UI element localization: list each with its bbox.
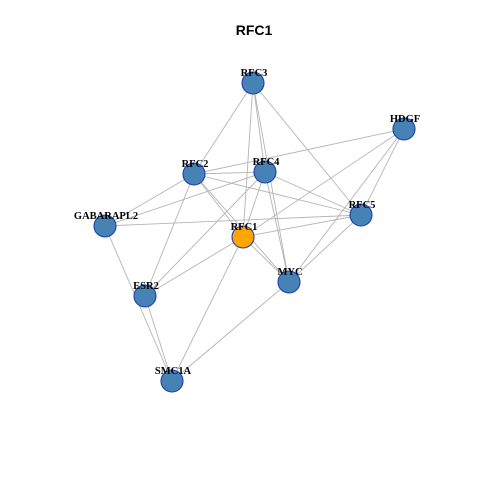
edge-rfc1-esr2	[144, 236, 244, 297]
edge-rfc1-smc1a	[171, 236, 244, 382]
node-label-rfc4: RFC4	[253, 157, 281, 168]
node-smc1a[interactable]	[160, 369, 184, 393]
edge-rfc4-gabarapl2	[104, 171, 266, 227]
edge-rfc3-rfc5	[252, 82, 362, 216]
edge-rfc4-rfc5	[264, 171, 362, 216]
edge-hdgf-rfc2	[193, 128, 405, 175]
node-rfc2[interactable]	[182, 162, 206, 186]
edge-rfc3-myc	[252, 82, 290, 283]
edge-rfc3-rfc4	[252, 82, 266, 173]
edge-rfc2-rfc1	[193, 173, 244, 238]
node-hdgf[interactable]	[392, 117, 416, 141]
edge-gabarapl2-rfc5	[104, 214, 362, 227]
graph-title: RFC1	[236, 22, 273, 38]
nodes-layer	[93, 71, 416, 393]
node-label-esr2: ESR2	[133, 281, 159, 292]
edge-rfc2-rfc4	[193, 171, 266, 175]
node-label-rfc5: RFC5	[349, 200, 376, 211]
edge-hdgf-rfc5	[360, 128, 405, 216]
edge-hdgf-myc	[288, 128, 405, 283]
node-label-hdgf: HDGF	[390, 114, 420, 125]
node-label-gabarapl2: GABARAPL2	[74, 211, 138, 222]
node-myc[interactable]	[277, 270, 301, 294]
node-rfc3[interactable]	[241, 71, 265, 95]
edge-rfc1-rfc5	[242, 214, 362, 238]
node-label-rfc2: RFC2	[182, 159, 209, 170]
edge-rfc4-myc	[264, 171, 290, 283]
edge-rfc4-esr2	[144, 171, 266, 297]
node-esr2[interactable]	[133, 284, 157, 308]
edge-rfc2-rfc5	[193, 173, 362, 216]
node-rfc1[interactable]	[231, 225, 255, 249]
node-label-myc: MYC	[277, 267, 302, 278]
edge-rfc3-rfc1	[242, 82, 254, 238]
edge-rfc5-myc	[288, 214, 362, 283]
edge-rfc2-esr2	[144, 173, 195, 297]
node-label-rfc3: RFC3	[241, 68, 268, 79]
edge-myc-smc1a	[171, 281, 290, 382]
edge-esr2-smc1a	[144, 295, 173, 382]
node-rfc4[interactable]	[253, 160, 277, 184]
node-label-rfc1: RFC1	[231, 222, 258, 233]
edge-rfc3-rfc2	[193, 82, 254, 175]
edge-rfc2-gabarapl2	[104, 173, 195, 227]
node-gabarapl2[interactable]	[93, 214, 117, 238]
node-rfc5[interactable]	[349, 203, 373, 227]
node-label-smc1a: SMC1A	[155, 366, 192, 377]
